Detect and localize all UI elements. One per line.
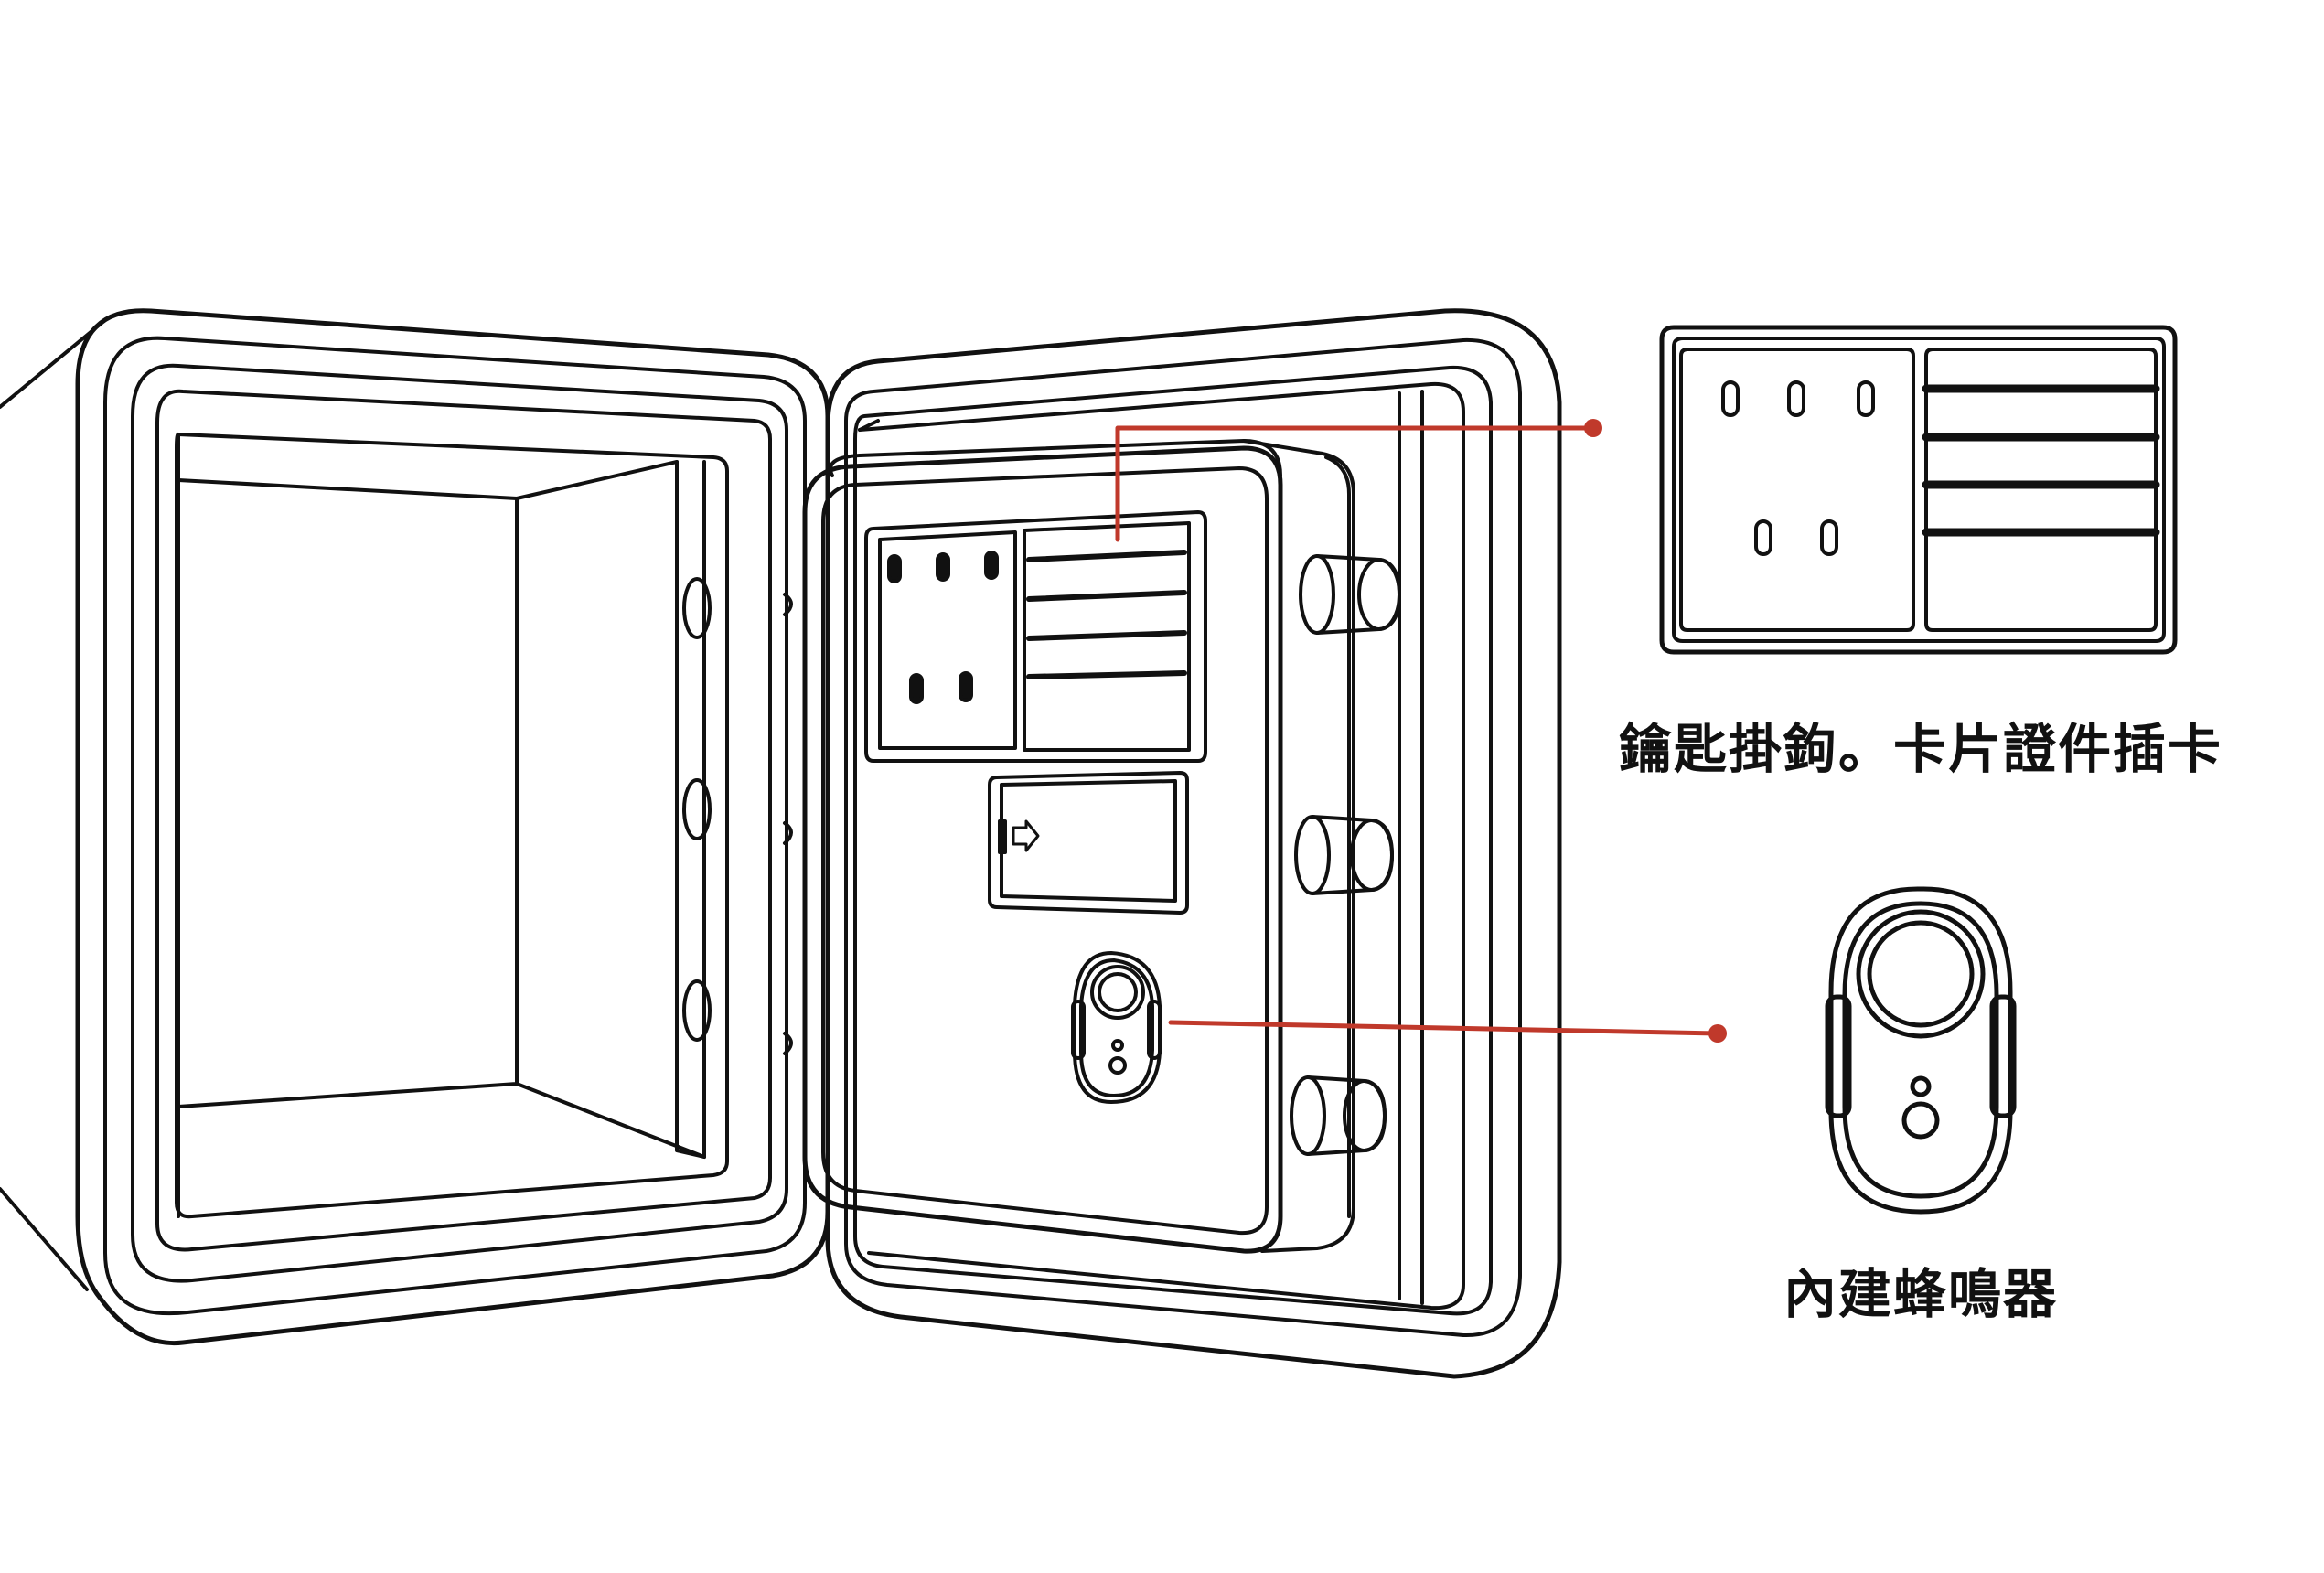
callout-dot-buzzer (1708, 1024, 1727, 1043)
callout-label-key-hooks-card-slots: 鑰匙掛鉤。卡片證件插卡 (1619, 718, 2223, 780)
callout-lines (1115, 425, 1720, 1036)
battery-compartment (988, 771, 1189, 915)
door-bolt (1290, 1075, 1387, 1156)
safe-body (0, 308, 830, 1346)
door-organizer-panel (864, 510, 1207, 763)
door-buzzer (1071, 951, 1162, 1104)
safe-door (802, 308, 1562, 1379)
door-bolt (1294, 815, 1394, 895)
callout-dot-key-hooks (1584, 419, 1602, 437)
zoom-buzzer (1825, 886, 2017, 1215)
door-bolt (1299, 554, 1401, 635)
callout-label-built-in-buzzer: 內建蜂鳴器 (1783, 1263, 2059, 1325)
zoom-key-hook-card-panel (1659, 325, 2178, 655)
